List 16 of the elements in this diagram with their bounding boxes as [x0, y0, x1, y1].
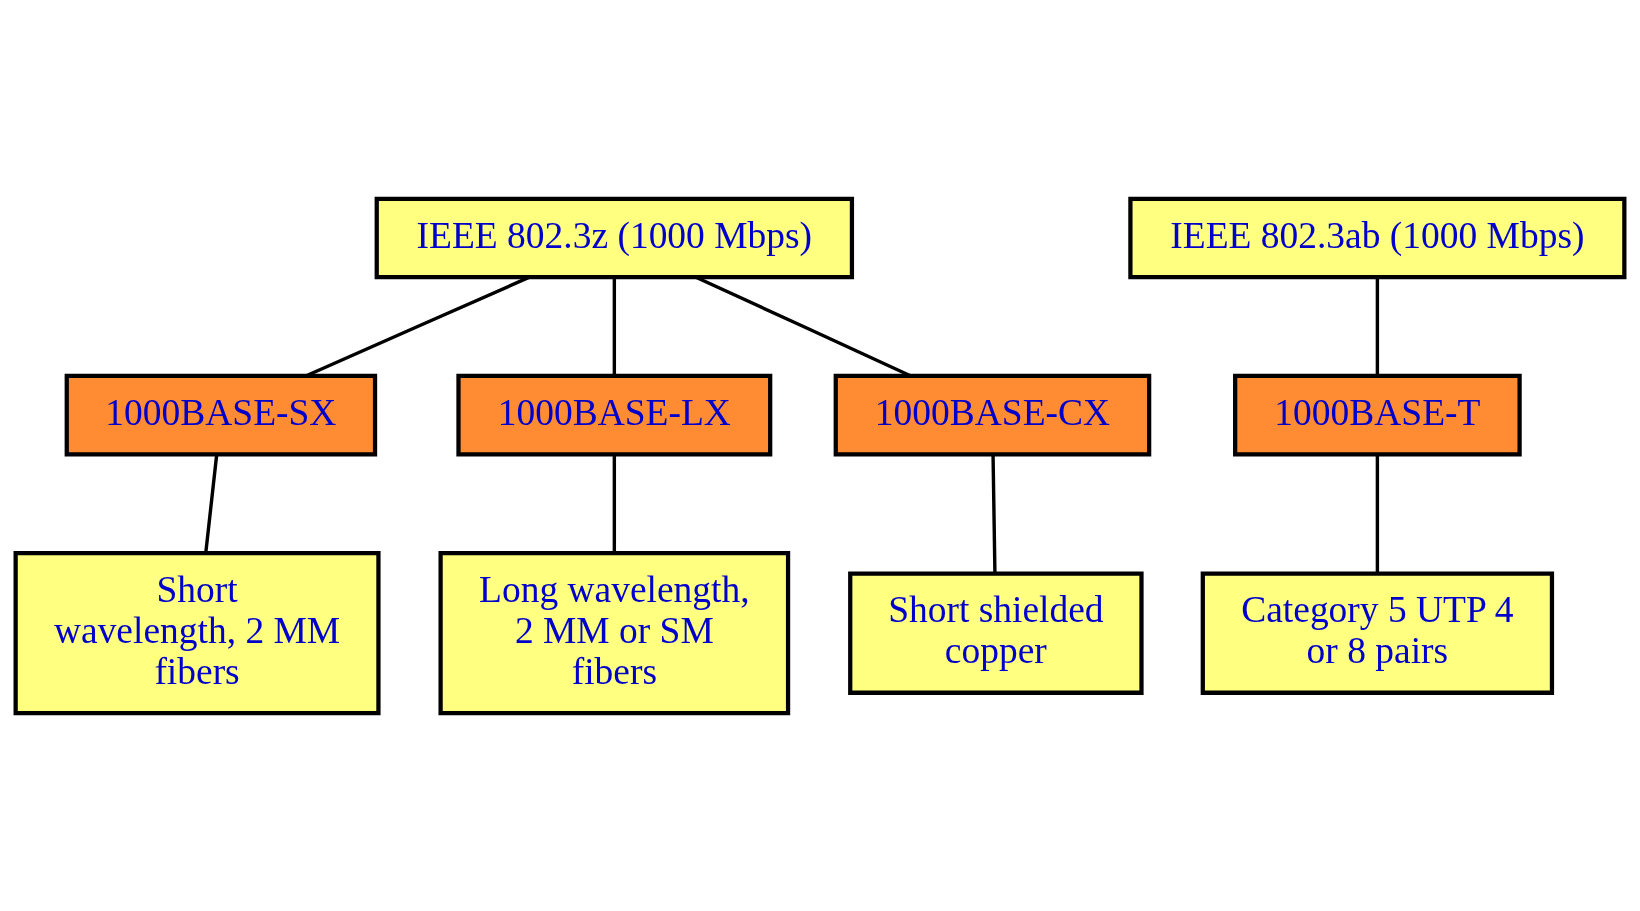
connector [612, 276, 617, 376]
connector [991, 454, 997, 573]
node-box: 1000BASE-SX [64, 373, 378, 456]
node-box: Short shielded copper [848, 570, 1144, 695]
node-box: Short wavelength, 2 MM fibers [13, 550, 381, 715]
connector [1375, 276, 1380, 376]
connector [1375, 454, 1380, 573]
node-box: 1000BASE-LX [456, 373, 773, 456]
node-box: Category 5 UTP 4 or 8 pairs [1200, 570, 1555, 695]
connector [204, 454, 219, 553]
node-box: 1000BASE-T [1233, 373, 1522, 456]
node-box: 1000BASE-CX [833, 373, 1152, 456]
connector [612, 454, 617, 553]
node-box: IEEE 802.3ab (1000 Mbps) [1128, 196, 1627, 279]
node-box: IEEE 802.3z (1000 Mbps) [374, 196, 855, 279]
node-box: Long wavelength, 2 MM or SM fibers [438, 550, 791, 715]
